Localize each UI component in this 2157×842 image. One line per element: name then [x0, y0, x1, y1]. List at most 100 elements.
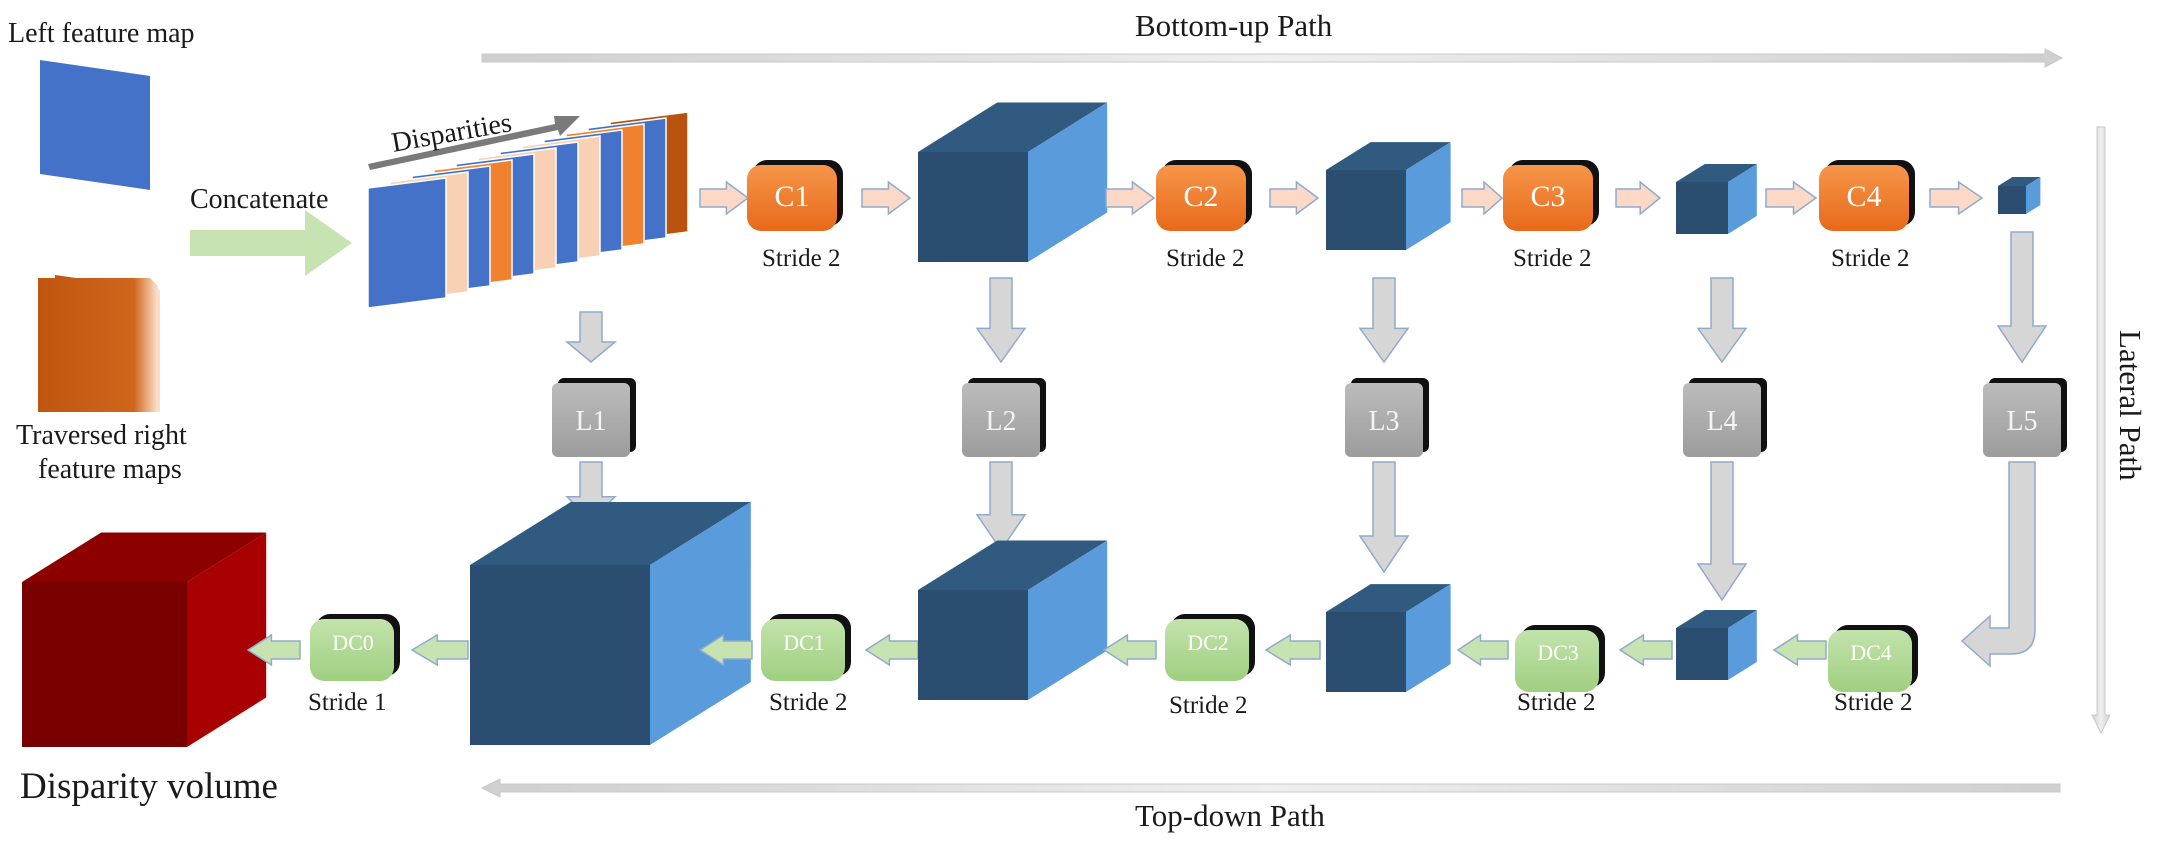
encoder-c4-block: [1819, 160, 1915, 231]
encoder-c1-block-face: [747, 165, 837, 231]
flow-arrow: [1105, 180, 1156, 216]
flow-arrow: [861, 180, 912, 216]
decoder-dc2-block: [1165, 614, 1255, 681]
decoder-cube-3-front: [1326, 612, 1406, 692]
decoder-dc2-label: DC2: [1187, 630, 1229, 655]
flow-arrow: [1772, 633, 1827, 667]
encoder-c4-block-face: [1819, 165, 1909, 231]
decoder-cube-4-top: [1676, 610, 1757, 628]
feature-cube-5-front: [1998, 186, 2026, 214]
lateral-l1-block: [552, 378, 636, 457]
decoder-cube-1-top: [470, 502, 751, 565]
decoder-cube-1-front: [470, 565, 650, 745]
encoder-c3-label: C3: [1530, 180, 1566, 213]
lateral-down-arrow: [1358, 277, 1410, 364]
disparity-volume-cube: [22, 532, 267, 747]
feature-cube-4-top: [1676, 164, 1757, 182]
feature-cube-2-side: [1028, 102, 1108, 262]
lateral-down-arrow: [1996, 231, 2048, 364]
feature-cube-5-side: [2026, 177, 2041, 214]
feature-cube-3: [1326, 142, 1451, 250]
left-feature-map: [40, 60, 150, 190]
left-feature-map-label: Left feature map: [8, 18, 195, 49]
decoder-cube-2-top: [918, 540, 1108, 590]
feature-cube-4-front: [1676, 182, 1728, 234]
disparity-slice: [367, 177, 447, 309]
decoder-dc0-stride: Stride 1: [308, 689, 387, 716]
lateral-l3-label: L3: [1368, 406, 1400, 437]
decoder-dc4-block-face: [1828, 630, 1912, 692]
encoder-c1-block: [747, 160, 843, 231]
right-feature-map-front: [38, 278, 158, 412]
right-maps-label-line2: feature maps: [38, 454, 182, 485]
flow-arrow: [1615, 180, 1662, 216]
lateral-l1-label: L1: [575, 406, 607, 437]
encoder-c4-label: C4: [1846, 180, 1882, 213]
feature-cube-4-side: [1728, 164, 1757, 234]
lateral-l2-block-face: [962, 383, 1040, 457]
lateral-l4-block: [1683, 378, 1767, 457]
lateral-l1-block-face: [552, 383, 630, 457]
decoder-dc4-label: DC4: [1850, 640, 1892, 665]
decoder-dc3-stride: Stride 2: [1517, 689, 1596, 716]
concatenate-label: Concatenate: [190, 184, 329, 215]
decoder-dc3-block: [1515, 625, 1605, 692]
disparity-volume-cube-side: [187, 532, 267, 747]
lateral-l3-block-face: [1345, 383, 1423, 457]
decoder-dc1-block-face: [761, 619, 845, 681]
encoder-c2-label: C2: [1183, 180, 1219, 213]
disparity-volume-label: Disparity volume: [20, 766, 278, 807]
flow-arrow: [1264, 633, 1321, 667]
decoder-dc3-block-face: [1515, 630, 1599, 692]
disparity-stack: [367, 111, 689, 309]
flow-arrow: [1929, 180, 1984, 216]
flow-arrow: [1269, 180, 1320, 216]
lateral-down-arrow: [975, 277, 1027, 364]
lateral-l5-block: [1983, 378, 2067, 457]
decoder-dc2-block-face: [1165, 619, 1249, 681]
decoder-dc2-stride: Stride 2: [1169, 692, 1248, 719]
flow-arrow: [1765, 180, 1818, 216]
decoder-dc1-block: [761, 614, 851, 681]
flow-arrow: [410, 633, 469, 667]
flow-arrow: [1618, 633, 1673, 667]
top-down-path-label: Top-down Path: [1135, 798, 1325, 833]
feature-cube-2-top: [918, 102, 1108, 152]
encoder-c4-stride: Stride 2: [1831, 245, 1910, 272]
disparities-arrow: [368, 116, 580, 170]
encoder-c1-stride: Stride 2: [762, 245, 841, 272]
lateral-elbow-arrow: [1960, 461, 2036, 668]
feature-cube-3-front: [1326, 170, 1406, 250]
decoder-dc0-block-face: [310, 619, 394, 681]
feature-cube-3-top: [1326, 142, 1451, 170]
decoder-cube-4-front: [1676, 628, 1728, 680]
feature-cube-2: [918, 102, 1108, 262]
decoder-cube-2: [918, 540, 1108, 700]
bottom-up-path-label: Bottom-up Path: [1135, 8, 1333, 43]
encoder-c2-block-face: [1156, 165, 1246, 231]
right-maps-label-line1: Traversed right: [16, 420, 187, 451]
bottom-up-path-arrow: [481, 48, 2064, 68]
decoder-dc3-label: DC3: [1537, 640, 1579, 665]
lateral-to-decoder-arrow: [1696, 461, 1748, 602]
decoder-dc4-block: [1828, 625, 1918, 692]
decoder-dc4-stride: Stride 2: [1834, 689, 1913, 716]
encoder-c2-block: [1156, 160, 1252, 231]
feature-cube-5-top: [1998, 177, 2041, 186]
lateral-l4-label: L4: [1706, 406, 1738, 437]
encoder-c3-block-face: [1503, 165, 1593, 231]
flow-arrow: [1102, 633, 1157, 667]
decoder-cube-4: [1676, 610, 1757, 680]
top-down-path-arrow: [480, 778, 2061, 798]
flow-arrow: [1456, 633, 1509, 667]
decoder-cube-2-side: [1028, 540, 1108, 700]
decoder-dc1-label: DC1: [783, 630, 825, 655]
decoder-dc0-block: [310, 614, 400, 681]
decoder-cube-3-side: [1406, 584, 1451, 692]
lateral-l3-block: [1345, 378, 1429, 457]
encoder-c2-stride: Stride 2: [1166, 245, 1245, 272]
lateral-path-label: Lateral Path: [2113, 330, 2148, 481]
flow-arrow: [246, 633, 301, 667]
